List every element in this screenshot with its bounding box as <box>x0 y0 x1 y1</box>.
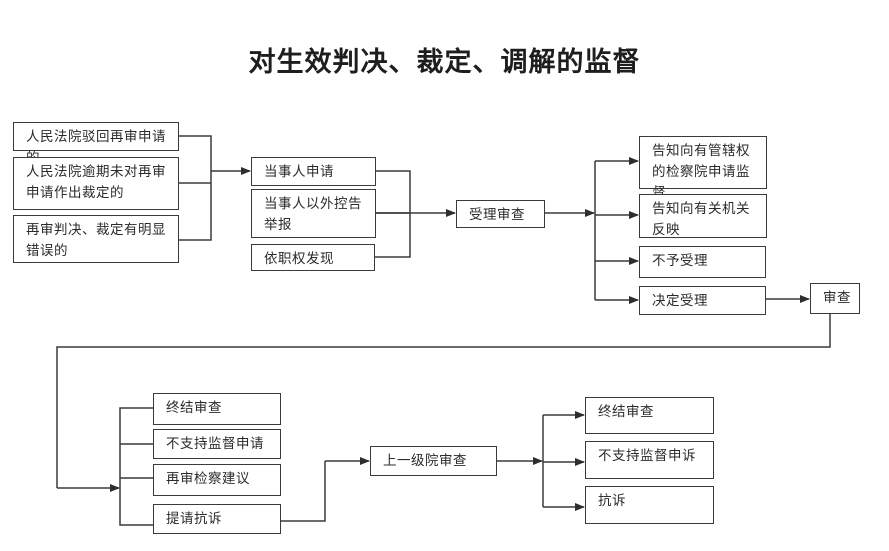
grounds-connector <box>178 135 212 241</box>
sources-connector <box>375 170 411 258</box>
review-outcomes-connector <box>119 407 153 526</box>
higher-outcome-terminate: 终结审查 <box>585 397 714 434</box>
outcome-box-refer-jurisdiction: 告知向有管辖权的检察院申请监督 <box>639 136 767 201</box>
outcome-box-accepted: 决定受理 <box>639 286 766 315</box>
review-outcome-terminate: 终结审查 <box>153 393 281 425</box>
ground-box-rejected: 人民法院驳回再审申请的 <box>13 122 179 166</box>
ground-box-error: 再审判决、裁定有明显错误的 <box>13 215 179 263</box>
source-box-party-application: 当事人申请 <box>251 157 376 186</box>
ground-box-overdue: 人民法院逾期未对再审申请作出裁定的 <box>13 157 179 210</box>
review-outcome-not-supported: 不支持监督申请 <box>153 429 281 459</box>
diagram-title: 对生效判决、裁定、调解的监督 <box>248 47 641 78</box>
examine-box: 审查 <box>810 283 860 314</box>
source-box-third-party-report: 当事人以外控告举报 <box>251 189 376 238</box>
outcome-box-not-accepted: 不予受理 <box>639 246 766 278</box>
acceptance-review-box: 受理审查 <box>456 200 545 228</box>
outcome-box-refer-authority: 告知向有关机关反映 <box>639 194 767 238</box>
higher-outcome-not-supported: 不支持监督申诉 <box>585 441 714 479</box>
higher-outcome-protest: 抗诉 <box>585 486 714 524</box>
protest-request-line <box>280 461 326 522</box>
source-box-ex-officio: 依职权发现 <box>251 244 375 271</box>
review-outcome-protest-request: 提请抗诉 <box>153 504 281 534</box>
higher-review-box: 上一级院审查 <box>370 446 497 476</box>
review-outcome-retrial-recommendation: 再审检察建议 <box>153 464 281 496</box>
examine-return-line <box>56 313 831 488</box>
